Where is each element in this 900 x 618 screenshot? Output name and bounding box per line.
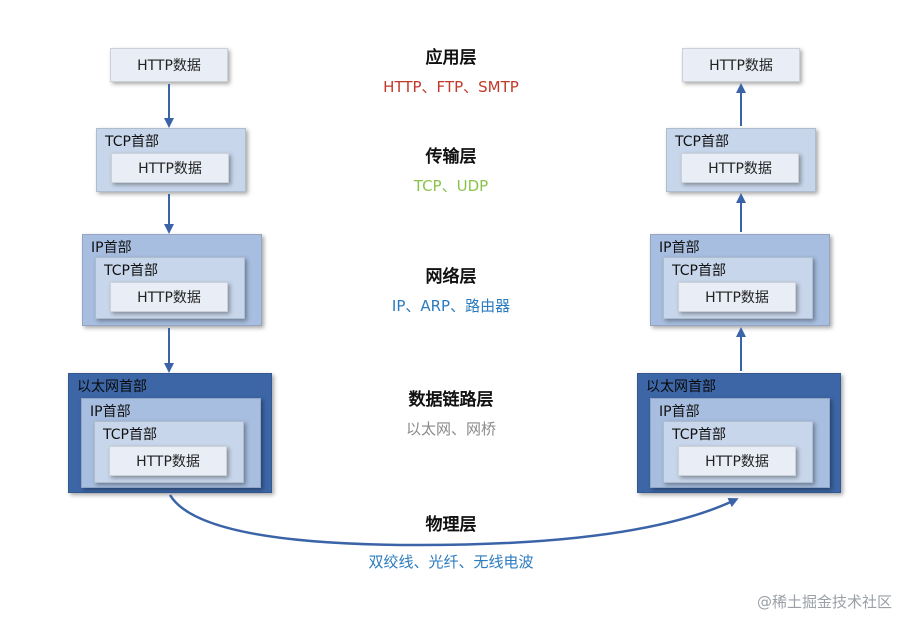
left-network-tcp-segment: TCP首部 HTTP数据 [95, 257, 245, 319]
layer-protocols: 双绞线、光纤、无线电波 [368, 553, 534, 571]
layer-physical: 物理层 双绞线、光纤、无线电波 [331, 510, 571, 572]
layer-application: 应用层 HTTP、FTP、SMTP [331, 43, 571, 97]
left-datalink-ip-packet: IP首部 TCP首部 HTTP数据 [81, 398, 261, 488]
layer-protocols: 以太网、网桥 [405, 420, 496, 438]
left-network-http-data: HTTP数据 [110, 282, 228, 312]
right-app-http-data: HTTP数据 [682, 48, 800, 82]
tcp-header-label: TCP首部 [104, 263, 158, 279]
tcp-header-label: TCP首部 [672, 427, 726, 443]
right-datalink-ethernet-frame: 以太网首部 IP首部 TCP首部 HTTP数据 [637, 373, 841, 493]
tcp-header-label: TCP首部 [103, 427, 157, 443]
layer-title: 传输层 [425, 147, 477, 167]
left-datalink-http-data: HTTP数据 [109, 446, 227, 476]
http-data-label: HTTP数据 [137, 58, 201, 74]
layer-title: 网络层 [425, 267, 477, 287]
ip-header-label: IP首部 [659, 404, 700, 420]
right-datalink-http-data: HTTP数据 [678, 446, 796, 476]
layer-protocols: HTTP、FTP、SMTP [383, 78, 519, 96]
http-data-label: HTTP数据 [138, 161, 202, 177]
right-network-tcp-segment: TCP首部 HTTP数据 [663, 257, 813, 319]
tcp-header-label: TCP首部 [672, 263, 726, 279]
left-app-http-data: HTTP数据 [110, 48, 228, 82]
http-data-label: HTTP数据 [705, 454, 769, 470]
right-transport-tcp-segment: TCP首部 HTTP数据 [666, 128, 816, 192]
watermark: @稀土掘金技术社区 [756, 593, 892, 611]
left-datalink-tcp-segment: TCP首部 HTTP数据 [94, 421, 244, 483]
right-datalink-ip-packet: IP首部 TCP首部 HTTP数据 [650, 398, 830, 488]
ip-header-label: IP首部 [90, 404, 131, 420]
http-data-label: HTTP数据 [136, 454, 200, 470]
layer-transport: 传输层 TCP、UDP [331, 142, 571, 196]
left-datalink-ethernet-frame: 以太网首部 IP首部 TCP首部 HTTP数据 [68, 373, 272, 493]
ethernet-header-label: 以太网首部 [646, 379, 716, 395]
layer-datalink: 数据链路层 以太网、网桥 [331, 385, 571, 439]
left-transport-http-data: HTTP数据 [111, 153, 229, 183]
right-network-ip-packet: IP首部 TCP首部 HTTP数据 [650, 234, 830, 326]
right-network-http-data: HTTP数据 [678, 282, 796, 312]
layer-title: 物理层 [425, 515, 477, 535]
http-data-label: HTTP数据 [709, 58, 773, 74]
tcp-header-label: TCP首部 [675, 134, 729, 150]
ethernet-header-label: 以太网首部 [77, 379, 147, 395]
left-transport-tcp-segment: TCP首部 HTTP数据 [96, 128, 246, 192]
http-data-label: HTTP数据 [708, 161, 772, 177]
tcp-header-label: TCP首部 [105, 134, 159, 150]
right-datalink-tcp-segment: TCP首部 HTTP数据 [663, 421, 813, 483]
ip-header-label: IP首部 [659, 240, 700, 256]
layer-title: 应用层 [425, 48, 477, 68]
http-data-label: HTTP数据 [705, 290, 769, 306]
left-network-ip-packet: IP首部 TCP首部 HTTP数据 [82, 234, 262, 326]
layer-protocols: IP、ARP、路由器 [391, 297, 511, 315]
layer-network: 网络层 IP、ARP、路由器 [331, 262, 571, 316]
right-transport-http-data: HTTP数据 [681, 153, 799, 183]
ip-header-label: IP首部 [91, 240, 132, 256]
http-data-label: HTTP数据 [137, 290, 201, 306]
layer-protocols: TCP、UDP [413, 177, 489, 195]
layer-title: 数据链路层 [408, 390, 494, 410]
